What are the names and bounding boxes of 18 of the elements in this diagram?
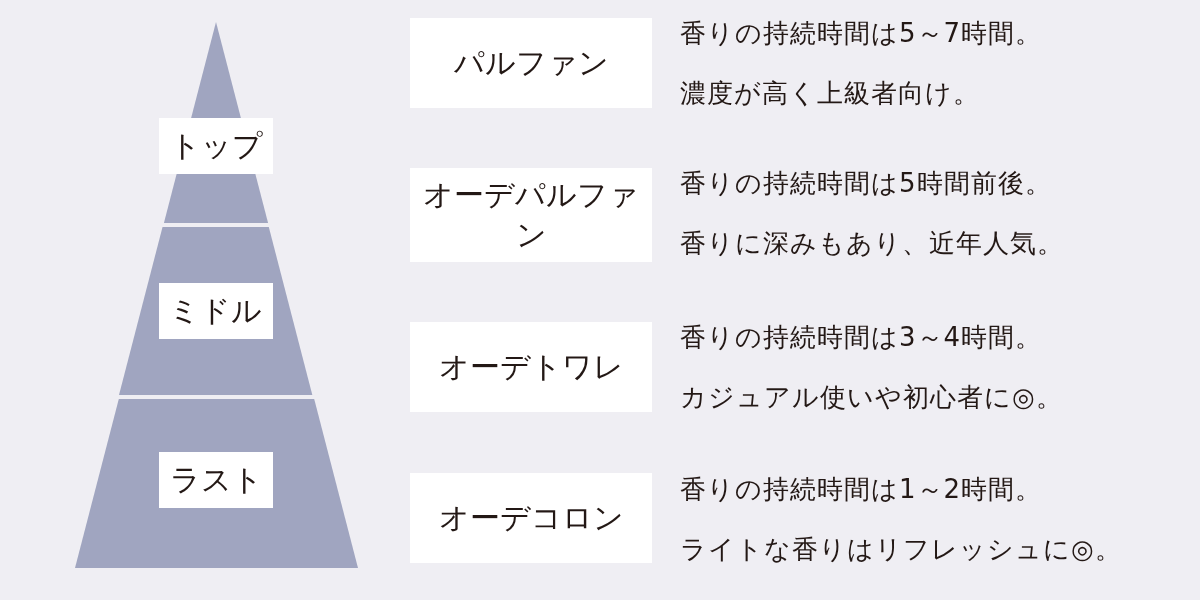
description-text: 香りの持続時間は5～7時間。: [680, 17, 1043, 50]
description-text: ライトな香りはリフレッシュに◎。: [680, 533, 1122, 566]
description-text: 香りの持続時間は5時間前後。: [680, 167, 1052, 200]
type-label: オーデトワレ: [410, 322, 652, 412]
description-text: 香りの持続時間は3～4時間。: [680, 321, 1043, 354]
layer-label: ラスト: [159, 452, 273, 508]
description-text: カジュアル使いや初心者に◎。: [680, 381, 1063, 414]
type-label: パルファン: [410, 18, 652, 108]
layer-label: トップ: [159, 118, 273, 174]
description-text: 濃度が高く上級者向け。: [680, 77, 980, 110]
layer-label: ミドル: [159, 283, 273, 339]
description-text: 香りの持続時間は1～2時間。: [680, 473, 1043, 506]
pyramid-layer: [74, 399, 358, 568]
pyramid-layer: [119, 227, 313, 395]
description-text: 香りに深みもあり、近年人気。: [680, 227, 1064, 260]
type-label: オーデコロン: [410, 473, 652, 563]
pyramid-layer: [159, 22, 273, 223]
type-label: オーデパルファン: [410, 168, 652, 262]
